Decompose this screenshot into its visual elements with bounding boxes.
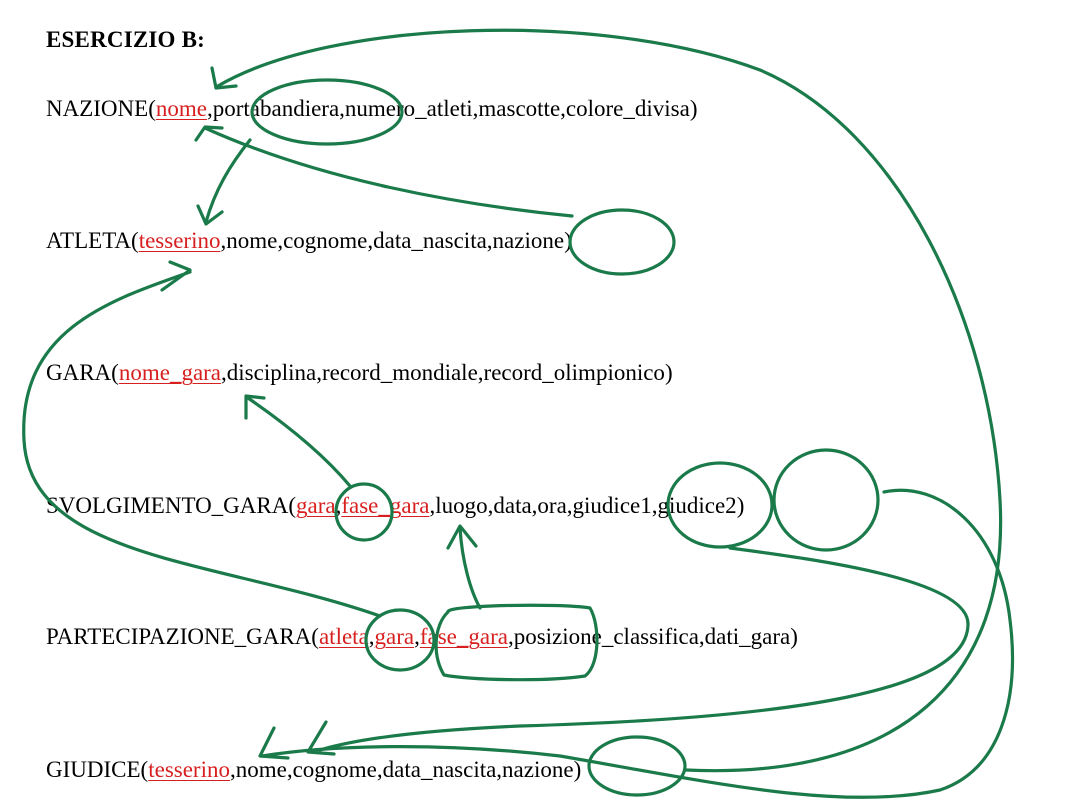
arrow-atleta-nazione — [203, 126, 574, 218]
relation-attributes: posizione_classifica,dati_gara — [513, 624, 791, 649]
relation-name: GIUDICE — [46, 757, 141, 782]
relation-name: PARTECIPAZIONE_GARA — [46, 624, 312, 649]
primary-key: fase_gara — [419, 624, 508, 649]
arrowhead — [258, 726, 290, 760]
relation-atleta: ATLETA(tesserino,nome,cognome,data_nasci… — [46, 228, 572, 253]
arrow-nazione-atleta — [204, 138, 252, 224]
arrowhead — [244, 394, 266, 420]
exercise-title: ESERCIZIO B: — [46, 27, 205, 52]
primary-key: gara — [374, 624, 415, 649]
arrowhead — [446, 524, 478, 550]
relation-attributes: portabandiera,numero_atleti,mascotte,col… — [212, 96, 690, 121]
arrowhead — [306, 720, 336, 756]
relation-partecipazione-gara: PARTECIPAZIONE_GARA(atleta,gara,fase_gar… — [46, 624, 798, 649]
primary-key: nome — [155, 96, 207, 121]
arrowhead — [160, 260, 192, 292]
relation-attributes: nome,cognome,data_nascita,nazione — [226, 228, 565, 253]
circle-atleta-nazione — [568, 208, 676, 276]
arrow-svolgimento-gara — [246, 396, 352, 488]
primary-key: gara — [296, 493, 336, 518]
relation-name: GARA — [46, 360, 112, 385]
relation-attributes: disciplina,record_mondiale,record_olimpi… — [226, 360, 665, 385]
primary-key: atleta — [318, 624, 369, 649]
arrow-giudice-nazione — [216, 28, 1003, 773]
arrow-partecipazione-svolgimento — [458, 526, 482, 610]
arrowhead — [210, 66, 238, 90]
circle-giudice-nazione — [587, 735, 687, 797]
arrowhead — [194, 125, 224, 142]
primary-key: tesserino — [148, 757, 230, 782]
relation-svolgimento-gara: SVOLGIMENTO_GARA(gara,fase_gara,luogo,da… — [46, 493, 745, 518]
relation-giudice: GIUDICE(tesserino,nome,cognome,data_nasc… — [46, 757, 582, 782]
relation-attributes: nome,cognome,data_nascita,nazione — [235, 757, 574, 782]
relation-nazione: NAZIONE(nome,portabandiera,numero_atleti… — [46, 96, 698, 121]
arrow-partecipazione-atleta — [22, 270, 382, 618]
circle-svolgimento-giudice2 — [772, 448, 880, 552]
relation-name: SVOLGIMENTO_GARA — [46, 493, 289, 518]
arrowhead — [196, 204, 224, 226]
arrow-giudice1-giudice — [318, 546, 970, 752]
primary-key: nome_gara — [118, 360, 222, 385]
primary-key: fase_gara — [341, 493, 430, 518]
relation-attributes: luogo,data,ora,giudice1,giudice2 — [435, 493, 737, 518]
relation-name: NAZIONE — [46, 96, 149, 121]
relation-name: ATLETA — [46, 228, 132, 253]
primary-key: tesserino — [138, 228, 221, 253]
relation-gara: GARA(nome_gara,disciplina,record_mondial… — [46, 360, 673, 385]
